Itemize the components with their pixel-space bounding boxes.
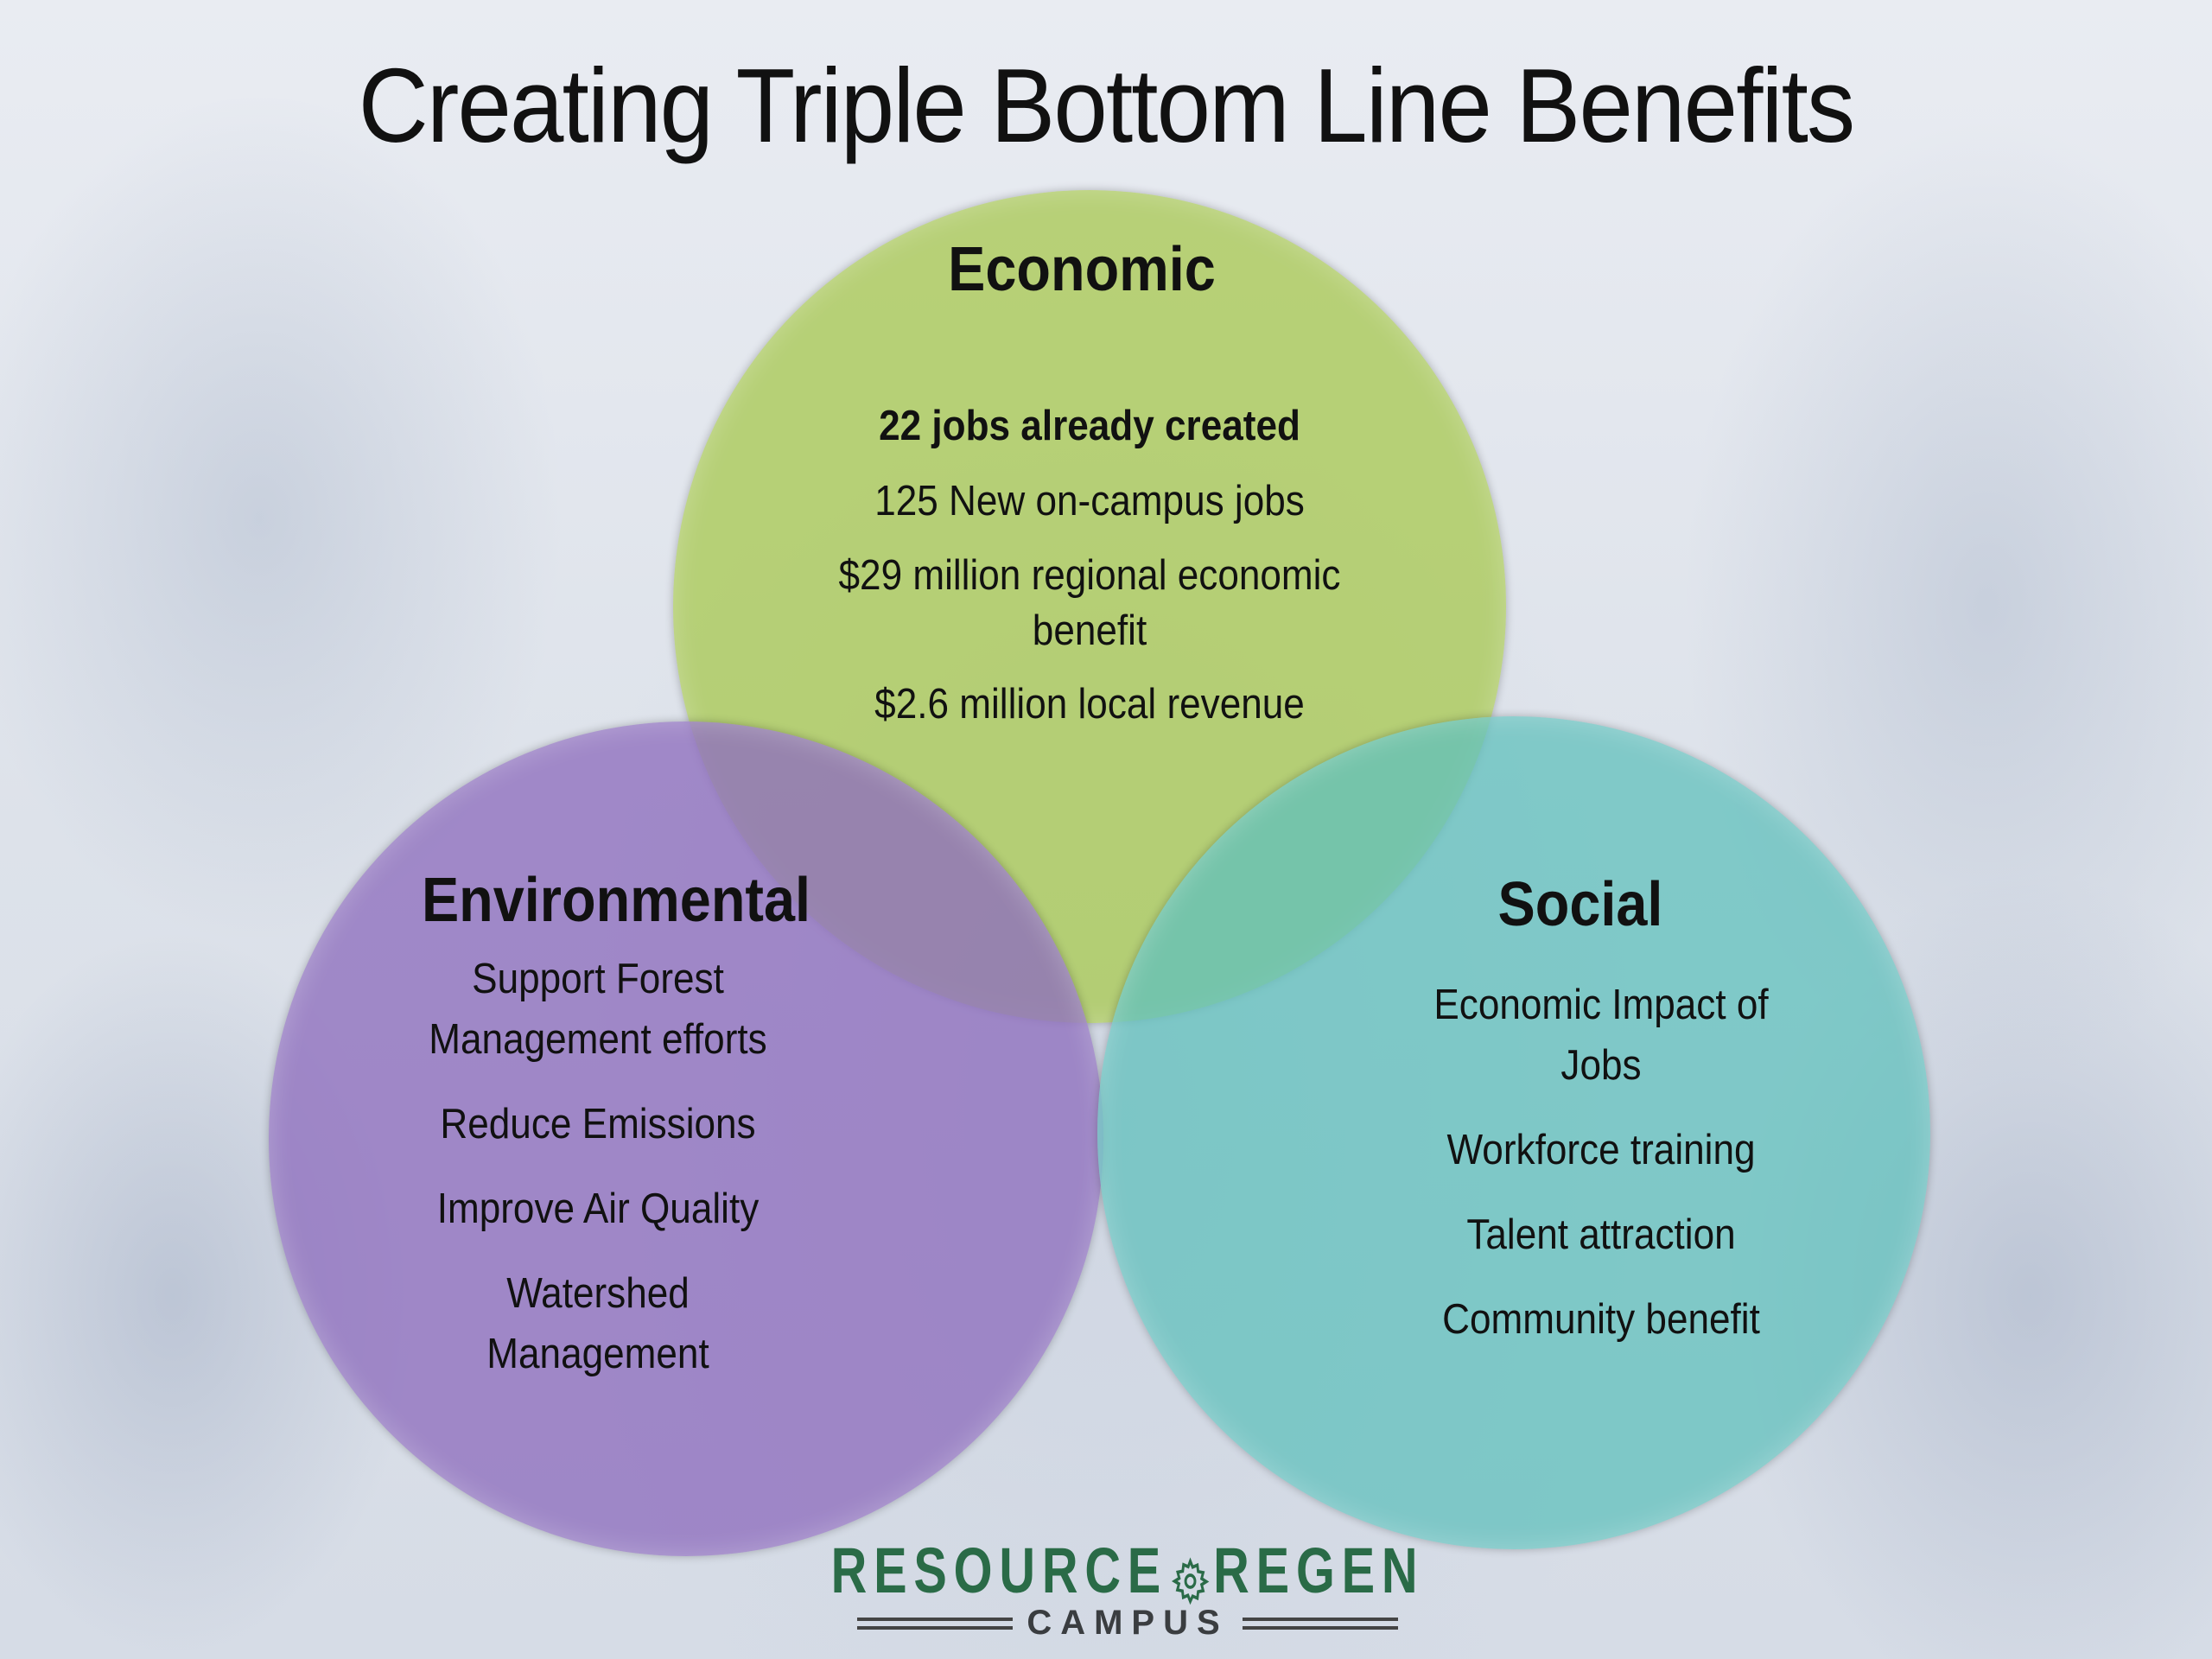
social-heading: Social xyxy=(1497,870,1663,939)
environmental-item: Management xyxy=(486,1331,709,1377)
environmental-heading: Environmental xyxy=(421,866,811,935)
logo-rule-right xyxy=(1242,1617,1398,1630)
economic-item: 125 New on-campus jobs xyxy=(874,478,1305,524)
economic-item: $29 million regional economic xyxy=(838,552,1341,599)
slide-title: Creating Triple Bottom Line Benefits xyxy=(358,47,1855,164)
social-item: Community benefit xyxy=(1442,1296,1760,1343)
environmental-item: Support Forest xyxy=(472,956,724,1002)
resource-regen-logo: RESOURCE REGEN CAMPUS xyxy=(831,1534,1418,1643)
environmental-item: Reduce Emissions xyxy=(440,1101,756,1147)
logo-text-right: REGEN xyxy=(1213,1535,1425,1606)
social-item: Talent attraction xyxy=(1466,1211,1736,1258)
environmental-item: Management efforts xyxy=(429,1016,767,1063)
logo-text-left: RESOURCE xyxy=(830,1535,1168,1606)
logo-rule-left xyxy=(857,1617,1014,1630)
social-item: Jobs xyxy=(1560,1042,1642,1089)
logo-subtext: CAMPUS xyxy=(1027,1604,1229,1642)
economic-item: 22 jobs already created xyxy=(879,403,1300,449)
environmental-item: Improve Air Quality xyxy=(436,1185,760,1232)
social-circle xyxy=(1097,716,1930,1549)
environmental-circle xyxy=(269,721,1103,1556)
economic-heading: Economic xyxy=(948,235,1216,304)
economic-item: benefit xyxy=(1032,607,1147,654)
social-item: Economic Impact of xyxy=(1433,982,1769,1028)
social-item: Workforce training xyxy=(1446,1127,1756,1173)
gear-icon xyxy=(1172,1547,1210,1605)
environmental-item: Watershed xyxy=(506,1270,690,1317)
economic-item: $2.6 million local revenue xyxy=(874,681,1305,728)
